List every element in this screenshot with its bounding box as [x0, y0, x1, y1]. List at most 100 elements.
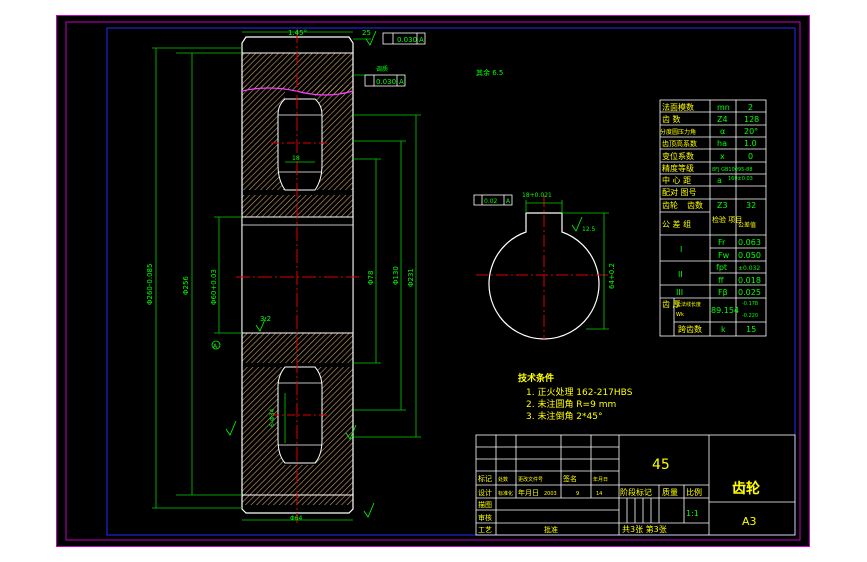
mate-val: 32	[746, 201, 756, 210]
tooth-thick-val: 89.154	[711, 306, 739, 315]
insp-2-0-val: 0.025	[738, 288, 761, 297]
tol-top-value: 0.030	[397, 36, 417, 44]
mate-tooth: 齿数	[687, 200, 703, 210]
param-6-val: 160±0.03	[728, 176, 753, 182]
param-3-sym: ha	[717, 139, 727, 148]
check: 审核	[478, 513, 492, 522]
section-dimensions	[152, 31, 421, 521]
param-2-sym: α	[720, 127, 725, 136]
insp-2-0-sym: Fβ	[718, 288, 728, 297]
roughness-mark-2	[255, 316, 267, 332]
middle-frame	[65, 21, 801, 541]
std: 标准化	[498, 490, 513, 497]
tooth-thick-tol-up: -0.178	[742, 301, 758, 307]
insp-value-header: 公差值	[738, 221, 756, 229]
dim-web-width: 18	[292, 155, 300, 162]
note-3: 3. 未注倒角 2*45°	[526, 410, 603, 422]
gear-section-view: 0.030 A 0.030 A 1.45° 25 调质 18 Φ260-0.08…	[146, 29, 503, 523]
gear-outline	[241, 36, 354, 514]
tooth-thick-line2: Wk	[676, 312, 684, 318]
web-upper-hatch-r	[315, 85, 353, 190]
design: 设计	[478, 488, 492, 497]
insp-1-1-val: 0.018	[738, 276, 761, 285]
param-1-sym: Z4	[717, 115, 728, 124]
insp-0-0-val: 0.063	[738, 238, 761, 247]
rim-break-line	[241, 87, 354, 96]
draw: 描图	[478, 500, 492, 509]
keyway-view: 0.02 A 18+0.021 12.5 64+0.2	[473, 192, 616, 340]
keyway-rough-mark	[571, 216, 583, 232]
dim-root: Φ256	[182, 276, 190, 295]
tol-top-datum: A	[419, 36, 424, 44]
roughness-mark-1	[365, 30, 377, 46]
param-0-val: 2	[748, 103, 753, 112]
drawing-canvas[interactable]: 0.030 A 0.030 A 1.45° 25 调质 18 Φ260-0.08…	[56, 15, 810, 547]
date-label: 年月日	[593, 476, 608, 483]
note-2: 2. 未注圆角 R=9 mm	[526, 398, 616, 410]
notes-title: 技术条件	[518, 372, 554, 384]
roughness-mark-4	[345, 424, 357, 440]
keyway-width: 18+0.021	[522, 192, 552, 199]
keyway-outline	[488, 212, 600, 340]
span-sym: k	[721, 325, 726, 334]
tech-notes: 技术条件 1. 正火处理 162-217HBS 2. 未注圆角 R=9 mm 3…	[518, 372, 633, 422]
web-upper-hatch	[242, 85, 285, 190]
part-name: 齿轮	[732, 480, 760, 497]
ratio: 比例	[686, 487, 702, 497]
insp-1-0-val: ±0.032	[738, 265, 760, 272]
outer-frame	[56, 15, 810, 547]
material: 45	[652, 457, 670, 473]
web-lower-hatch	[242, 367, 285, 465]
param-3-val: 1.0	[744, 139, 757, 148]
insp-0-1-val: 0.050	[738, 251, 761, 260]
insp-item-header: 检验 项目	[712, 215, 742, 224]
keyway-tol: 0.02	[484, 198, 498, 205]
tooth-thick-label: 齿 厚	[662, 300, 681, 309]
param-1-name: 齿 数	[662, 114, 681, 124]
weight: 质量	[662, 487, 678, 497]
param-1-val: 128	[744, 115, 759, 124]
param-4-name: 变位系数	[662, 151, 694, 161]
span-val: 15	[746, 325, 756, 334]
zones: 处数	[498, 476, 508, 483]
size: A3	[742, 515, 757, 528]
param-6-sym: a	[717, 176, 722, 185]
mark: 标记	[478, 474, 492, 483]
date-label-2: 年月日	[518, 488, 539, 497]
keyway-rough: 12.5	[582, 226, 596, 233]
tooth-thick-tol-dn: -0.220	[742, 313, 758, 319]
tol-mid-datum: A	[399, 78, 404, 86]
mate-label: 配对 图号	[662, 187, 697, 197]
datum-a: A	[213, 343, 218, 350]
recess-upper	[277, 98, 323, 191]
param-0-name: 法面模数	[662, 102, 694, 112]
insp-0-group: I	[680, 245, 682, 254]
drawing-svg: 0.030 A 0.030 A 1.45° 25 调质 18 Φ260-0.08…	[56, 15, 810, 547]
insp-0-1-sym: Fw	[718, 251, 730, 260]
tol-mid-value: 0.030	[376, 78, 396, 86]
inner-frame	[106, 27, 796, 536]
param-4-val: 0	[748, 152, 753, 161]
tol-mid-note: 调质	[376, 65, 388, 73]
approve: 批准	[544, 525, 558, 534]
param-6-name: 中 心 距	[662, 175, 691, 185]
title-block-text: 45 齿轮 A3 共3张 第3张 1:1 阶段标记 质量 比例 标记 处数 更改…	[478, 457, 760, 534]
keyway-dims	[525, 200, 609, 330]
param-2-name: 分度圆压力角	[660, 128, 696, 136]
param-0-sym: mn	[717, 103, 730, 112]
scale: 1:1	[686, 509, 699, 518]
sign: 签名	[563, 474, 577, 483]
param-5-val: 8FJ GB10095-88	[712, 167, 753, 173]
roughness-general: 其余 6.5	[476, 68, 503, 77]
span-label: 跨齿数	[678, 324, 702, 334]
param-table-text: 法面模数 mn 2 齿 数 Z4 128 分度圆压力角 α 20° 齿顶高系数 …	[660, 102, 761, 334]
dim-bottom-width: Φ64	[290, 515, 303, 522]
datum-a-circle	[211, 340, 221, 350]
day-val: 14	[596, 491, 602, 497]
web-lower-hatch-r	[315, 367, 353, 465]
insp-group-header: 公 差 组	[662, 219, 691, 229]
roughness-mark-3	[225, 420, 237, 436]
param-table	[659, 99, 767, 337]
dim-78: Φ78	[367, 271, 375, 285]
